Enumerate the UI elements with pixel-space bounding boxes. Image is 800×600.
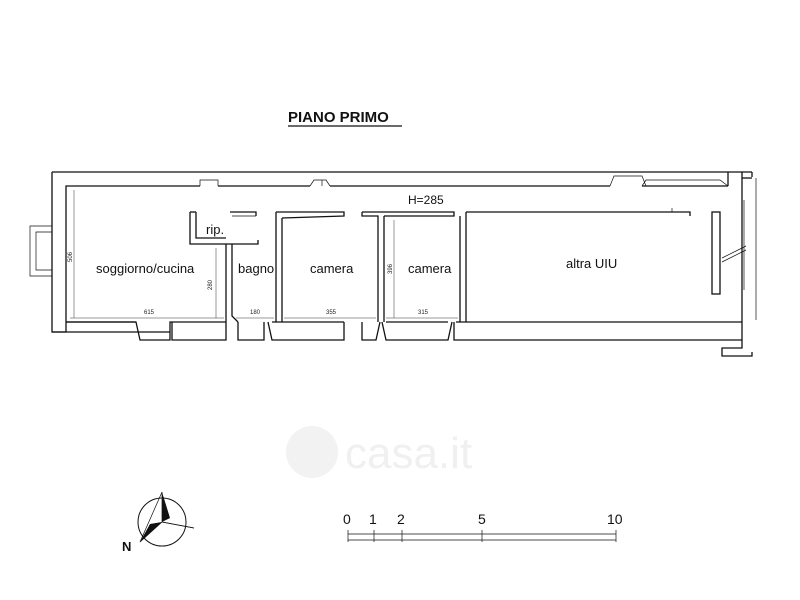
balcony xyxy=(29,225,52,277)
dim-315: 315 xyxy=(418,310,429,316)
interior-walls xyxy=(189,208,747,323)
room-label-camera-1: camera xyxy=(310,261,354,276)
scale-label-10: 10 xyxy=(607,511,623,527)
room-label-bagno: bagno xyxy=(238,261,274,276)
watermark: casa.it xyxy=(286,426,472,478)
dim-355: 355 xyxy=(326,310,337,316)
room-label-ripostiglio: rip. xyxy=(206,222,224,237)
dim-280: 280 xyxy=(208,279,214,290)
dimension-lines xyxy=(70,190,458,319)
scale-label-1: 1 xyxy=(369,511,377,527)
dim-506: 506 xyxy=(68,251,74,262)
dim-396: 396 xyxy=(388,263,394,274)
outer-walls xyxy=(51,171,757,357)
scale-bar xyxy=(347,530,617,542)
room-label-soggiorno: soggiorno/cucina xyxy=(96,261,195,276)
room-label-altra-uiu: altra UIU xyxy=(566,256,617,271)
dim-615: 615 xyxy=(144,310,155,316)
ceiling-height-label: H=285 xyxy=(408,193,444,207)
watermark-house-icon xyxy=(286,426,338,478)
scale-label-2: 2 xyxy=(397,511,405,527)
room-label-camera-2: camera xyxy=(408,261,452,276)
dim-180: 180 xyxy=(250,310,261,316)
watermark-text: casa.it xyxy=(345,429,472,478)
scale-label-0: 0 xyxy=(343,511,351,527)
scale-label-5: 5 xyxy=(478,511,486,527)
compass-icon xyxy=(137,491,195,547)
compass-north-label: N xyxy=(122,539,131,554)
plan-title: PIANO PRIMO xyxy=(288,109,389,126)
